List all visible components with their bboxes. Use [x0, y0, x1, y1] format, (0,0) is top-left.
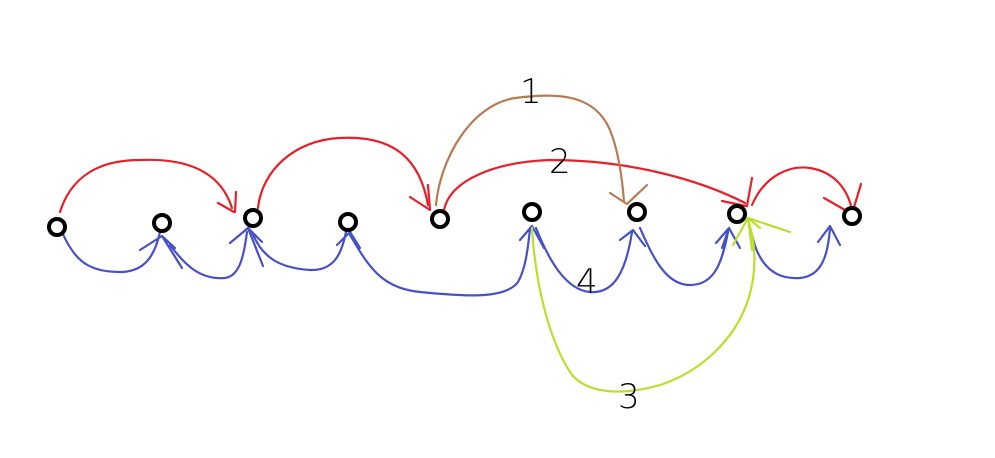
label-arc-2: 2 — [549, 142, 571, 182]
node-9 — [842, 206, 862, 226]
blue-arc-n2-n3 — [168, 230, 249, 280]
brown-arc-head-n7 — [608, 183, 649, 206]
blue-arc-head-n8 — [714, 226, 742, 250]
red-arcs — [58, 136, 863, 216]
blue-arc-n6-n7 — [534, 226, 634, 294]
node-3 — [243, 208, 263, 228]
nodes — [47, 202, 862, 237]
node-5 — [430, 209, 450, 229]
blue-arc-n4-n6 — [348, 226, 532, 297]
node-1 — [47, 217, 67, 237]
node-8 — [727, 204, 747, 224]
node-7 — [627, 202, 647, 222]
blue-arc-head-n3 — [228, 226, 265, 268]
blue-arc-head-n4 — [335, 230, 362, 250]
label-arc-3: 3 — [618, 377, 640, 417]
blue-arc-head-n2 — [138, 234, 184, 270]
label-arc-4: 4 — [576, 262, 598, 302]
blue-arc-head-n6 — [518, 224, 546, 250]
red-arc-n1-n3 — [58, 158, 234, 214]
blue-arc-head-n9 — [816, 224, 842, 247]
brown-arc-n5-n7 — [434, 94, 626, 207]
blue-arcs — [60, 224, 842, 297]
blue-arc-n8-n9 — [750, 226, 832, 280]
red-arc-n3-n5 — [256, 136, 430, 210]
lime-arc-group — [530, 216, 792, 393]
node-6 — [522, 202, 542, 222]
label-arc-1: 1 — [520, 72, 542, 112]
red-arc-head-n8 — [720, 176, 754, 208]
blue-arc-head-n7 — [618, 228, 647, 248]
red-arc-n8-n9 — [750, 166, 854, 212]
red-arc-head-n3 — [216, 190, 238, 214]
red-arc-head-n5 — [408, 183, 432, 212]
arc-labels: 1 2 3 4 — [520, 72, 640, 417]
brown-arc-group — [434, 94, 649, 207]
node-4 — [338, 212, 358, 232]
node-2 — [152, 213, 172, 233]
blue-arc-n7-n8 — [638, 226, 730, 287]
red-arc-n5-n8 — [442, 158, 747, 212]
lime-arc-n6-n8 — [530, 218, 756, 393]
blue-arc-n3-n4 — [250, 230, 348, 272]
blue-arc-n1-n2 — [60, 230, 162, 274]
lime-arc-head-n8 — [731, 216, 792, 252]
